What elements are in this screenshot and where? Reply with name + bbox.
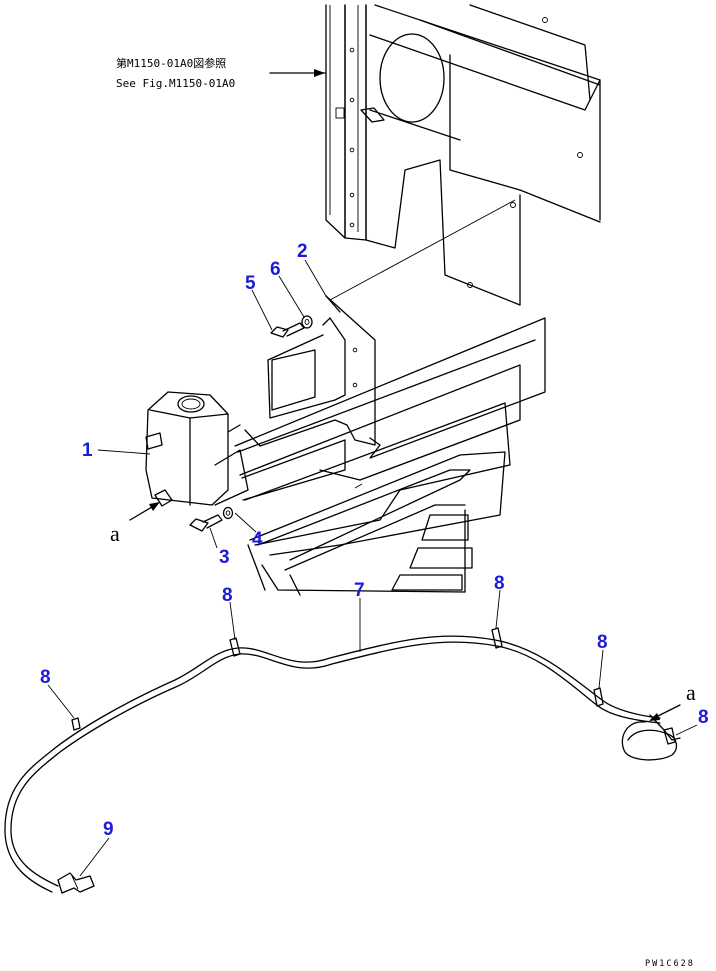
cab-frame: [325, 4, 601, 306]
callout-3: 3: [219, 547, 230, 568]
washer-tank-part-1: [145, 391, 249, 507]
callout-9: 9: [103, 819, 114, 840]
bolt-part-5: [270, 322, 305, 338]
washer-hose: [4, 635, 681, 893]
callout-6: 6: [270, 259, 281, 280]
cover-part-7: [234, 317, 546, 596]
reference-jp: 第M1150-01A0図参照: [116, 56, 226, 70]
callout-8-c: 8: [494, 573, 505, 594]
arrow-a-right: [649, 704, 681, 721]
callout-1: 1: [82, 440, 93, 461]
callout-2: 2: [297, 241, 308, 262]
reference-en: See Fig.M1150-01A0: [116, 77, 235, 90]
callout-8-a: 8: [222, 585, 233, 606]
bracket-part-2: [244, 199, 516, 447]
nozzle-part-9: [57, 872, 95, 894]
callout-8-e: 8: [698, 707, 709, 728]
arrow-a-left: [129, 502, 160, 521]
bolt-part-3: [189, 514, 223, 532]
leader-lines: [47, 259, 698, 877]
clamp-part-8: [71, 627, 676, 745]
callout-4: 4: [252, 529, 263, 550]
callout-7: 7: [354, 580, 365, 601]
washer-part-4: [222, 506, 234, 520]
connector-a-left: a: [110, 521, 120, 546]
callout-8-d: 8: [597, 632, 608, 653]
reference-note: 第M1150-01A0図参照 See Fig.M1150-01A0: [116, 56, 326, 90]
washer-part-6: [301, 315, 313, 329]
callout-5: 5: [245, 273, 256, 294]
callout-8-b: 8: [40, 667, 51, 688]
connector-a-right: a: [686, 680, 696, 705]
drawing-code: PW1C628: [645, 959, 695, 969]
